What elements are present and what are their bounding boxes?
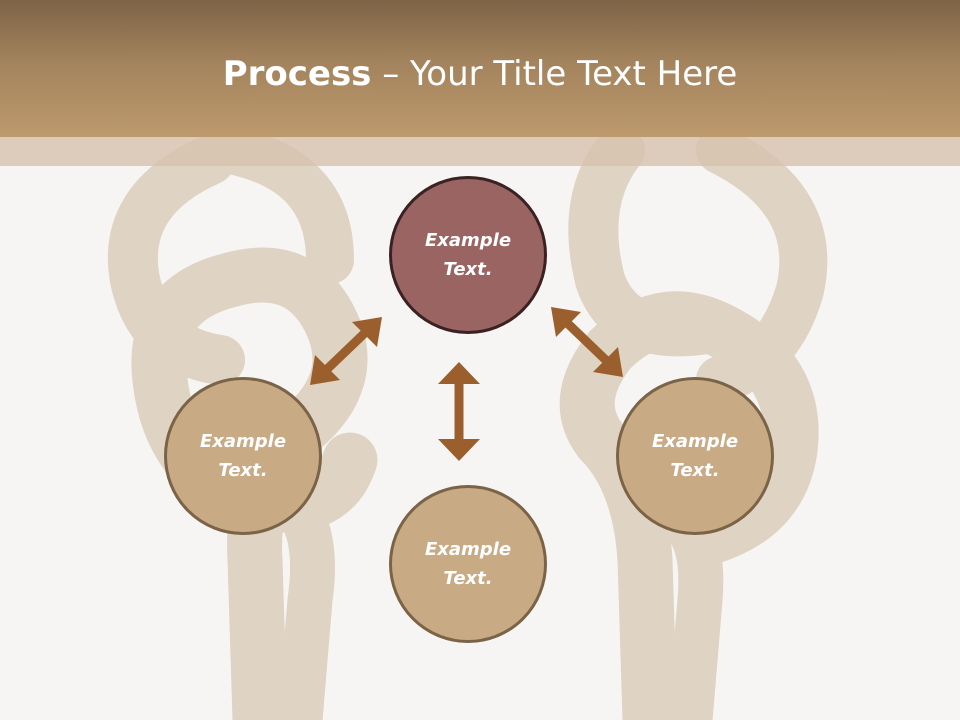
arrow-top-left <box>310 317 382 385</box>
header-band <box>0 0 960 137</box>
node-right-label: Example Text. <box>651 431 739 481</box>
node-top-label: Example Text. <box>424 230 512 280</box>
node-right: Example Text. <box>616 377 774 535</box>
slide-title: Process – Your Title Text Here <box>0 50 960 98</box>
node-top: Example Text. <box>389 176 547 334</box>
node-bottom: Example Text. <box>389 485 547 643</box>
title-rest: – Your Title Text Here <box>371 54 738 94</box>
title-bold: Process <box>222 54 372 94</box>
node-bottom-label: Example Text. <box>424 539 512 589</box>
node-left: Example Text. <box>164 377 322 535</box>
arrow-top-right <box>551 307 623 377</box>
node-left-label: Example Text. <box>199 431 287 481</box>
arrow-vertical <box>438 362 480 461</box>
header-subband <box>0 137 960 166</box>
